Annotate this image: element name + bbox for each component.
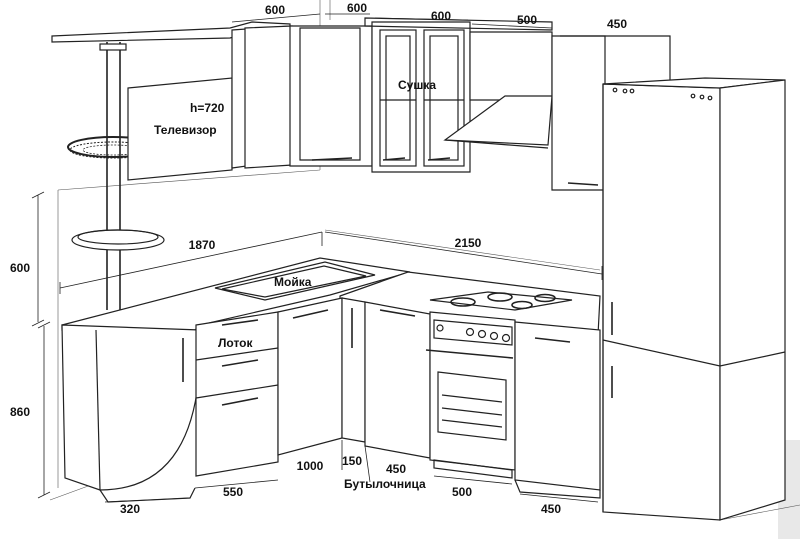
dim-base-550: 550: [223, 485, 243, 499]
backsplash-dims: [59, 231, 603, 294]
dim-top-5: 450: [607, 17, 627, 31]
label-tray: Лоток: [218, 336, 254, 350]
dim-base-150: 150: [342, 454, 362, 468]
range-hood: [443, 31, 553, 149]
vertical-dims: [31, 191, 51, 499]
dim-base-height: 860: [10, 405, 30, 419]
dim-top-1: 600: [265, 3, 285, 17]
corner-base-cabinet: [277, 297, 343, 456]
label-tv-height: h=720: [190, 101, 225, 115]
dim-base-320: 320: [120, 502, 140, 516]
tv-panel: [127, 77, 233, 181]
label-dryer: Сушка: [398, 78, 436, 92]
dim-top-4: 500: [517, 13, 537, 27]
label-bottle-holder: Бутылочница: [344, 477, 426, 491]
upper-cabinets-left: [231, 25, 373, 169]
base-cabinet-right: [514, 321, 601, 499]
dim-base-450b: 450: [541, 502, 561, 516]
dryer-cabinet: [364, 17, 553, 173]
dim-wall-height: 600: [10, 261, 30, 275]
refrigerator: [602, 77, 786, 521]
dim-base-1000: 1000: [297, 459, 324, 473]
curved-base-cabinet: [61, 324, 201, 503]
drawer-block: [195, 311, 279, 477]
bottle-holder: [341, 297, 366, 443]
dim-left-run: 1870: [189, 238, 216, 252]
base-cabinet-mid: [364, 301, 431, 459]
dim-right-run: 2150: [455, 236, 482, 250]
round-shelf: [71, 229, 165, 251]
label-tv: Телевизор: [154, 123, 217, 137]
label-sink: Мойка: [274, 275, 312, 289]
dim-base-450a: 450: [386, 462, 406, 476]
top-dims: [231, 13, 553, 29]
sink: [214, 261, 376, 301]
dim-top-3: 600: [431, 9, 451, 23]
dim-top-2: 600: [347, 1, 367, 15]
bottom-dims: [104, 440, 599, 503]
dim-base-500: 500: [452, 485, 472, 499]
